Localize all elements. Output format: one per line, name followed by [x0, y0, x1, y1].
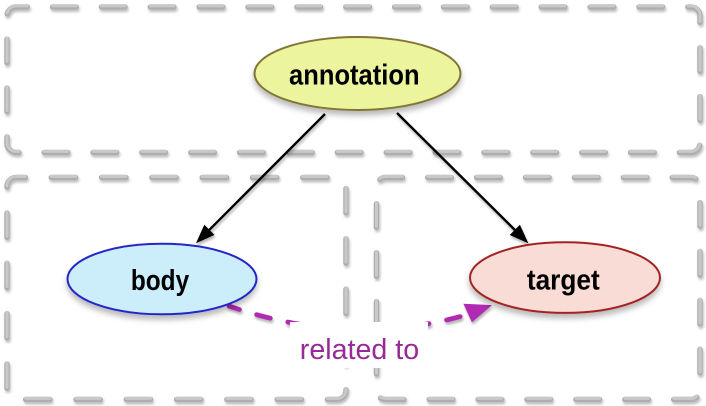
- svg-text:target: target: [527, 265, 600, 297]
- svg-text:annotation: annotation: [289, 60, 420, 92]
- svg-text:related to: related to: [300, 334, 419, 366]
- svg-text:body: body: [131, 265, 189, 297]
